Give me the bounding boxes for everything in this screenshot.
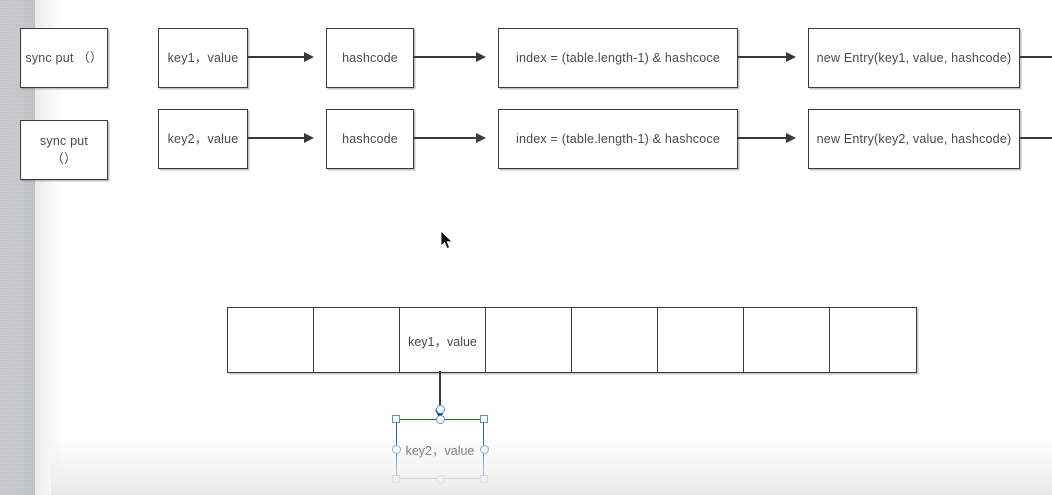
arrow-index-to-entry2[interactable] bbox=[738, 137, 787, 139]
index-calc-1[interactable]: index = (table.length-1) & hashcoce bbox=[498, 28, 738, 88]
arrow-index-to-entry1-head bbox=[786, 51, 796, 62]
handle-bottom-right[interactable] bbox=[480, 475, 488, 483]
hash-table-cell-0[interactable] bbox=[228, 308, 314, 372]
page-bottom-fade bbox=[51, 435, 1052, 495]
sync-put-1[interactable]: sync put （） bbox=[20, 28, 108, 88]
handle-bottom-left[interactable] bbox=[392, 475, 400, 483]
handle-middle-right[interactable] bbox=[479, 444, 489, 454]
hash-table-cell-6[interactable] bbox=[744, 308, 830, 372]
arrow-key2-to-hashcode-head bbox=[304, 132, 314, 143]
handle-top-left[interactable] bbox=[392, 415, 400, 423]
hashcode-1[interactable]: hashcode bbox=[326, 28, 414, 88]
sync-put-2[interactable]: sync put （） bbox=[20, 120, 108, 180]
arrow-hashcode-to-index2[interactable] bbox=[414, 137, 477, 139]
mouse-pointer bbox=[440, 230, 454, 251]
arrow-key1-to-hashcode[interactable] bbox=[248, 56, 305, 58]
arrow-entry1-offscreen[interactable] bbox=[1020, 56, 1052, 58]
handle-bottom-center[interactable] bbox=[435, 474, 445, 484]
selected-entry-key2[interactable]: key2，value bbox=[396, 419, 484, 479]
arrow-entry2-offscreen[interactable] bbox=[1020, 137, 1052, 139]
handle-top-right[interactable] bbox=[480, 415, 488, 423]
new-entry-2[interactable]: new Entry(key2, value, hashcode) bbox=[808, 109, 1020, 169]
handle-top-center[interactable] bbox=[435, 414, 445, 424]
chain-link-key1-to-key2[interactable] bbox=[439, 371, 441, 419]
page-edge-shadow bbox=[51, 0, 61, 495]
hash-table-cell-4[interactable] bbox=[572, 308, 658, 372]
connector-source-handle[interactable] bbox=[435, 405, 445, 414]
arrow-key2-to-hashcode[interactable] bbox=[248, 137, 305, 139]
new-entry-1[interactable]: new Entry(key1, value, hashcode) bbox=[808, 28, 1020, 88]
key-value-2[interactable]: key2，value bbox=[158, 109, 248, 169]
arrow-index-to-entry1[interactable] bbox=[738, 56, 787, 58]
hash-table-cell-7[interactable] bbox=[830, 308, 916, 372]
key-value-1[interactable]: key1，value bbox=[158, 28, 248, 88]
arrow-hashcode-to-index1-head bbox=[476, 51, 486, 62]
hashcode-2[interactable]: hashcode bbox=[326, 109, 414, 169]
hash-table-cell-3[interactable] bbox=[486, 308, 572, 372]
hash-table-cell-1[interactable] bbox=[314, 308, 400, 372]
index-calc-2[interactable]: index = (table.length-1) & hashcoce bbox=[498, 109, 738, 169]
hash-table-cell-5[interactable] bbox=[658, 308, 744, 372]
handle-middle-left[interactable] bbox=[391, 444, 401, 454]
arrow-hashcode-to-index1[interactable] bbox=[414, 56, 477, 58]
arrow-key1-to-hashcode-head bbox=[304, 51, 314, 62]
arrow-index-to-entry2-head bbox=[786, 132, 796, 143]
arrow-hashcode-to-index2-head bbox=[476, 132, 486, 143]
hash-table-array[interactable]: key1，value bbox=[227, 307, 917, 373]
hash-table-cell-2[interactable]: key1，value bbox=[400, 308, 486, 372]
